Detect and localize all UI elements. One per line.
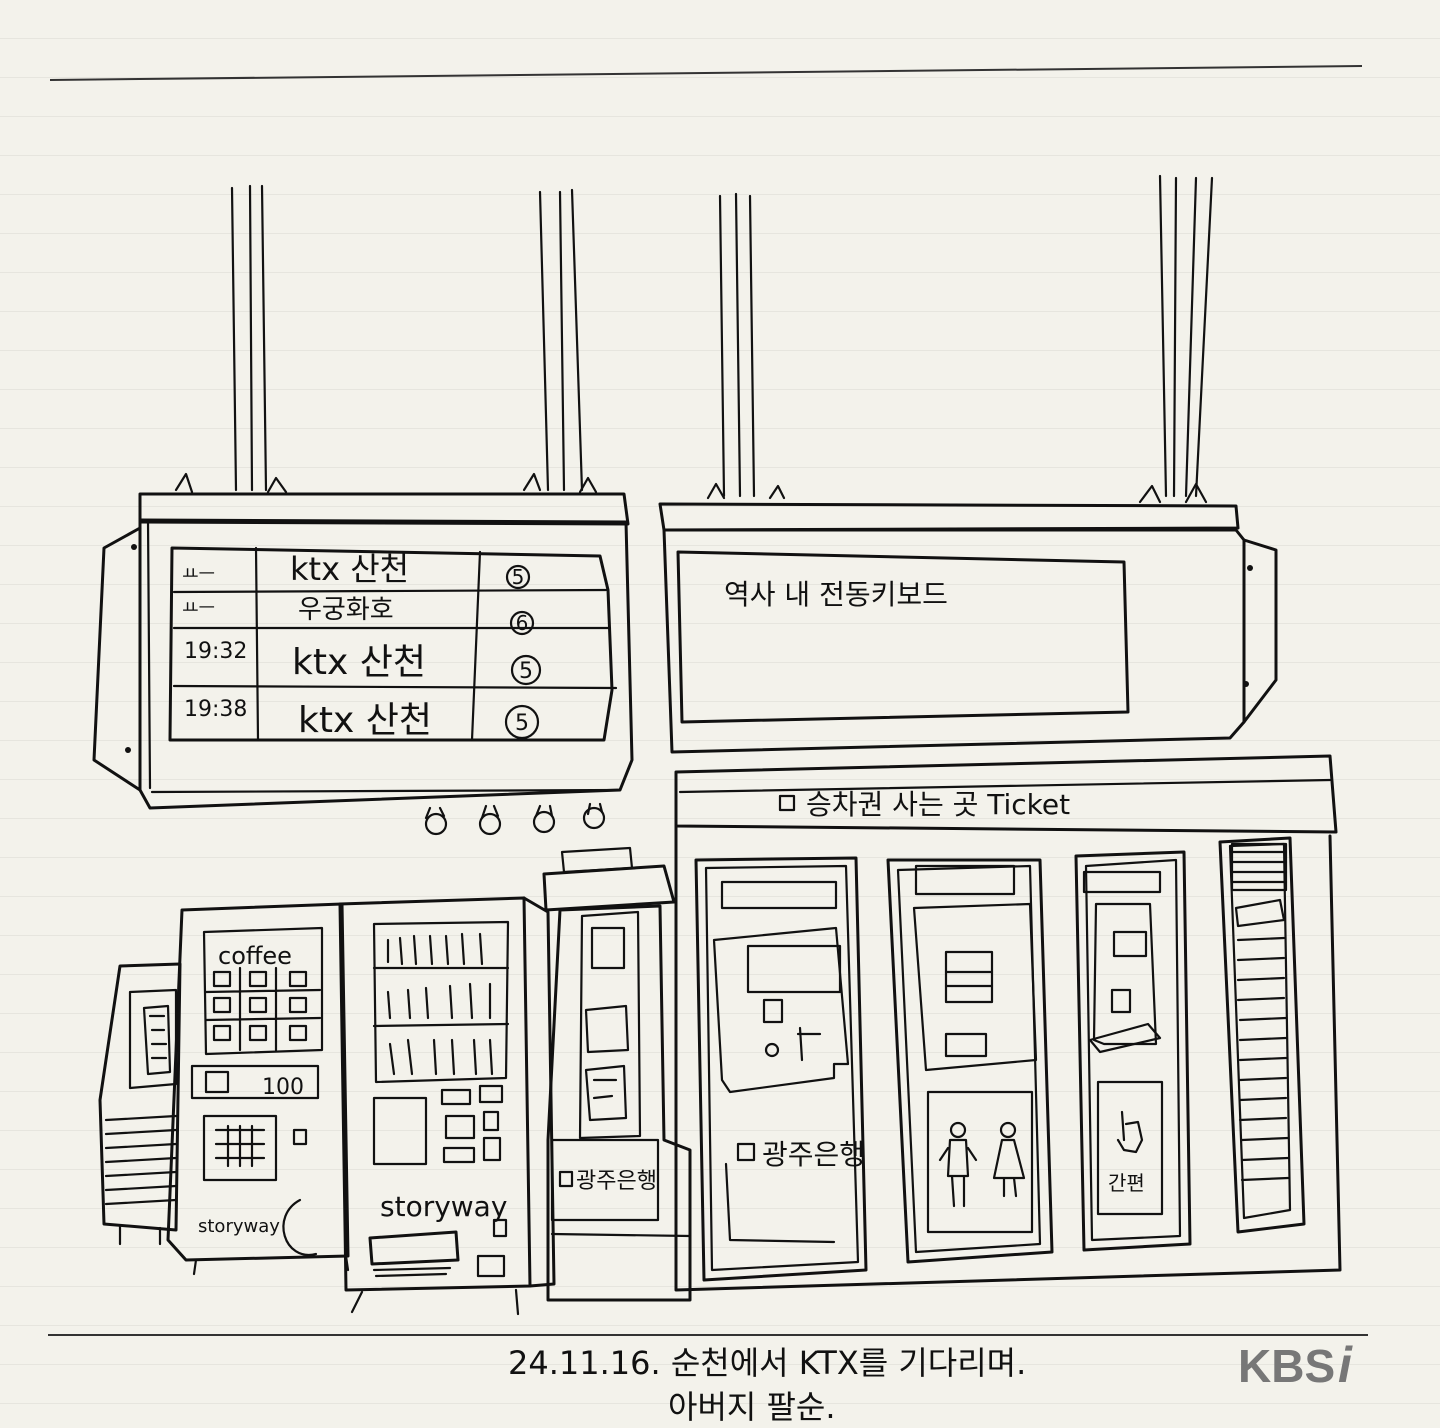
storyway-machine: storyway: [338, 896, 556, 1316]
coffee-keypad: [214, 1124, 266, 1168]
coffee-machine: coffee 100 storyway: [166, 902, 350, 1276]
row1-time: ㅛㅡ: [182, 564, 215, 585]
row4-train: ktx 산천: [298, 700, 432, 741]
row4-track: 5: [515, 711, 529, 736]
ticket-machine-wide: [1218, 836, 1306, 1234]
ticket-machine-bank: 광주은행: [694, 856, 868, 1282]
side-machine: [98, 962, 182, 1246]
caption-line-2: 아버지 팔순.: [668, 1388, 836, 1426]
ticket-sign-label: 승차권 사는 곳 Ticket: [806, 788, 1070, 821]
row1-train: ktx 산천: [290, 550, 409, 588]
ticket-machine-touch: 간편: [1074, 850, 1192, 1252]
kbs-logo: KBS i: [1238, 1337, 1353, 1393]
coffee-price: 100: [262, 1075, 304, 1100]
info-board-text: 역사 내 전동키보드: [724, 578, 948, 611]
bank-label-small: 광주은행: [576, 1169, 657, 1194]
departure-rows: ㅛㅡ ktx 산천 5 ㅛㅡ 우궁화호 6 19:32 ktx 산천 5 19:…: [182, 550, 542, 741]
top-rule: [49, 65, 1363, 81]
row1-track: 5: [512, 565, 525, 589]
restroom-icon: [938, 1121, 1026, 1208]
departure-board: [92, 492, 634, 836]
ticket-office: 승차권 사는 곳 Ticket: [674, 754, 1342, 1292]
ticket-machine-restroom: [886, 858, 1054, 1264]
row2-train: 우궁화호: [298, 595, 394, 625]
row3-train: ktx 산천: [292, 642, 426, 683]
kbs-logo-text: KBS: [1238, 1340, 1335, 1392]
caption: 24.11.16. 순천에서 KTX를 기다리며. 아버지 팔순.: [508, 1344, 1026, 1426]
row2-time: ㅛㅡ: [182, 598, 215, 619]
kbs-logo-suffix: i: [1338, 1337, 1353, 1393]
touch-hand-icon: [1116, 1110, 1144, 1154]
touch-label: 간편: [1108, 1171, 1145, 1195]
coffee-label: coffee: [218, 942, 292, 970]
row3-time: 19:32: [184, 639, 247, 664]
caption-line-1: 24.11.16. 순천에서 KTX를 기다리며.: [508, 1344, 1026, 1382]
ceiling-rods: [174, 174, 1214, 504]
storyway-label-small: storyway: [198, 1216, 280, 1237]
row3-track: 5: [519, 659, 533, 684]
info-board: 역사 내 전동키보드: [658, 502, 1278, 754]
row4-time: 19:38: [184, 697, 247, 722]
bank-label-large: 광주은행: [762, 1138, 865, 1171]
kiosk-small: 광주은행: [542, 846, 692, 1302]
storyway-label-large: storyway: [380, 1190, 507, 1223]
row2-track: 6: [516, 611, 529, 635]
